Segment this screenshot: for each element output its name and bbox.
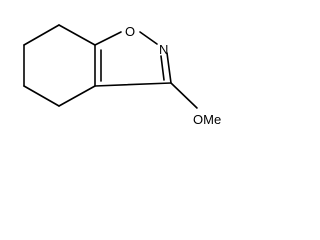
bond-c4-c3a (58, 85, 96, 107)
bond-c3-c3a (94, 82, 172, 87)
bond-o1-n2 (139, 31, 158, 45)
bond-c7-c6 (23, 24, 60, 46)
bond-c7a-o1 (94, 31, 122, 46)
bond-n2-c3-double (160, 55, 165, 81)
bond-n2-c3 (166, 52, 172, 84)
methoxy-label: OMe (193, 112, 221, 127)
bond-c3-ome (170, 82, 198, 109)
oxygen-atom-label: O (125, 24, 135, 39)
bond-c7a-c7 (58, 24, 96, 46)
structure-canvas: O N OMe (0, 0, 253, 145)
nitrogen-atom-label: N (159, 42, 168, 57)
bond-c5-c4 (23, 85, 60, 107)
chemical-structure: O N OMe (23, 24, 221, 127)
